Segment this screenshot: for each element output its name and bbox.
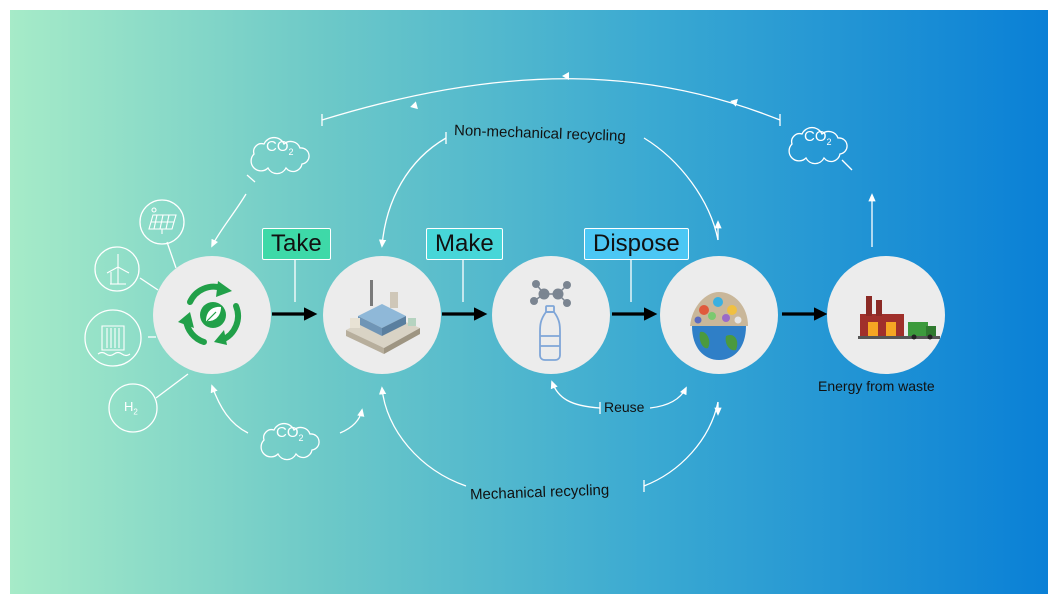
solar-panel-icon bbox=[148, 207, 177, 234]
waste-globe-icon bbox=[690, 292, 748, 360]
tag-connectors bbox=[294, 258, 632, 302]
wind-turbine-icon bbox=[106, 254, 130, 285]
co2-cloud-bottom bbox=[260, 422, 320, 461]
wind-turbine-node bbox=[94, 246, 140, 292]
renewable-recycle-icon bbox=[178, 281, 241, 345]
solar-panel-node bbox=[139, 199, 185, 245]
hydro-dam-node bbox=[84, 309, 142, 367]
co2-sub: 2 bbox=[826, 137, 832, 147]
factory-icon bbox=[346, 280, 420, 354]
energy-spokes bbox=[139, 241, 189, 399]
make-tag: Make bbox=[426, 228, 503, 260]
hydrogen-icon: H2 bbox=[124, 399, 138, 417]
co2-label-bottom: CO2 bbox=[276, 424, 304, 443]
co2-cloud-left-top bbox=[250, 136, 310, 175]
diagram-canvas bbox=[84, 72, 945, 492]
co2-release-arc bbox=[210, 78, 876, 434]
reuse-loop bbox=[550, 380, 687, 414]
bottle-molecule-icon bbox=[530, 280, 571, 361]
take-tag: Take bbox=[262, 228, 331, 260]
co2-label-left: CO2 bbox=[266, 138, 294, 157]
co2-sub: 2 bbox=[288, 147, 294, 157]
arc-arrowheads bbox=[410, 72, 738, 110]
hydrogen-base: H bbox=[124, 399, 134, 414]
co2-base: CO bbox=[266, 138, 289, 155]
waste-plant-icon bbox=[858, 296, 940, 340]
hydrogen-sub: 2 bbox=[133, 407, 138, 417]
co2-cloud-right-top bbox=[788, 126, 848, 165]
hydrogen-node bbox=[108, 383, 158, 433]
co2-base: CO bbox=[276, 424, 299, 441]
co2-label-right: CO2 bbox=[804, 128, 832, 147]
make-product-node bbox=[492, 256, 610, 374]
energy-from-waste-label: Energy from waste bbox=[818, 378, 935, 394]
hydro-dam-icon bbox=[97, 325, 131, 357]
co2-sub: 2 bbox=[298, 433, 304, 443]
mechanical-loop bbox=[378, 386, 722, 492]
co2-base: CO bbox=[804, 128, 827, 145]
non-mechanical-loop bbox=[378, 132, 722, 248]
dispose-tag: Dispose bbox=[584, 228, 689, 260]
circular-economy-diagram: Take Make Dispose Non-mechanical recycli… bbox=[10, 10, 1048, 594]
reuse-label: Reuse bbox=[604, 399, 645, 415]
